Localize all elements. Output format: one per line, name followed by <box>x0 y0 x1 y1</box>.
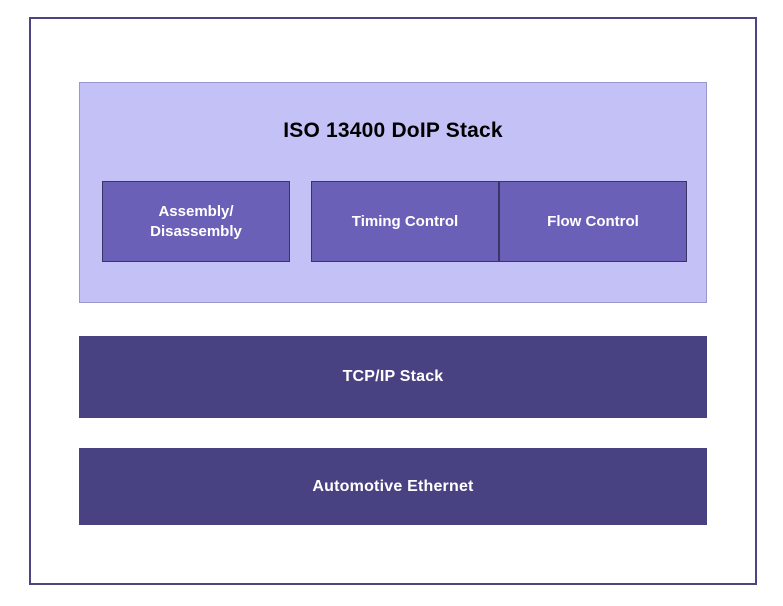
block-assembly-disassembly-label-line1: Assembly/ <box>158 203 234 221</box>
block-flow-control: Flow Control <box>498 182 686 261</box>
diagram-frame <box>29 17 757 585</box>
layer-tcpip-stack: TCP/IP Stack <box>79 336 707 418</box>
block-timing-control: Timing Control <box>312 182 498 261</box>
page-title: ISO 13400 DoIP Stack <box>283 118 503 142</box>
block-group-control: Timing Control Flow Control <box>311 181 687 262</box>
layer-tcpip-stack-label: TCP/IP Stack <box>342 368 444 385</box>
layer-automotive-ethernet-label: Automotive Ethernet <box>312 477 474 495</box>
block-assembly-disassembly: Assembly/ Disassembly <box>102 181 290 262</box>
layer-automotive-ethernet: Automotive Ethernet <box>79 448 707 525</box>
block-assembly-disassembly-label-line2: Disassembly <box>150 222 242 240</box>
block-flow-control-label: Flow Control <box>547 212 639 230</box>
block-timing-control-label: Timing Control <box>351 212 459 230</box>
block-assembly-disassembly-label: Assembly/ Disassembly <box>150 202 242 240</box>
